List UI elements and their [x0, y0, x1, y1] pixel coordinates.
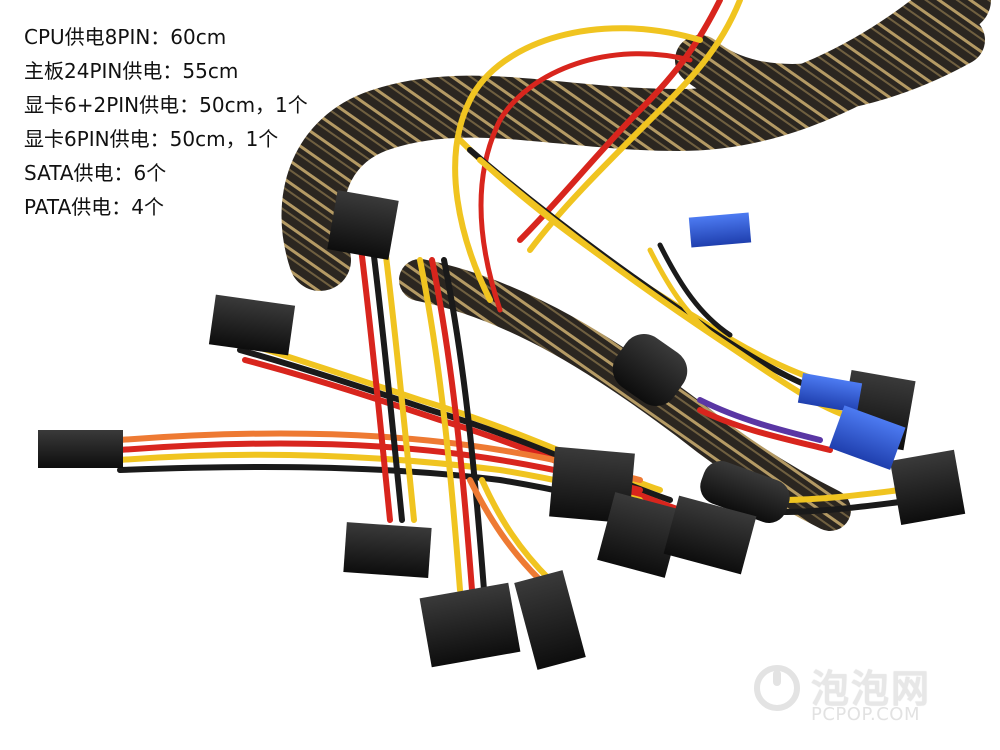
molex-connector	[597, 492, 683, 578]
spec-sata: SATA供电：6个	[24, 161, 167, 185]
watermark-name-cn: 泡泡网	[811, 667, 932, 711]
molex-connector	[208, 294, 296, 356]
pcpop-watermark: 泡泡网 PCPOP.COM	[753, 658, 968, 728]
pcie-connector-blue	[688, 212, 752, 248]
sata-connector	[327, 190, 399, 260]
spec-mainboard-24pin: 主板24PIN供电：55cm	[24, 59, 239, 83]
molex-connector	[663, 495, 757, 575]
cable-spec-list: CPU供电8PIN：60cm 主板24PIN供电：55cm 显卡6+2PIN供电…	[24, 20, 308, 224]
heat-shrink-sleeves	[612, 333, 790, 523]
pcpop-logo-icon	[754, 665, 800, 711]
sata-connector	[514, 570, 586, 670]
watermark-name-en: PCPOP.COM	[811, 704, 920, 725]
sata-connector	[38, 430, 123, 468]
spec-gpu-6-2pin: 显卡6+2PIN供电：50cm，1个	[24, 93, 308, 117]
spec-cpu-8pin: CPU供电8PIN：60cm	[24, 25, 227, 49]
spec-pata: PATA供电：4个	[24, 195, 164, 219]
sata-connector	[419, 582, 521, 668]
connectors	[38, 190, 966, 670]
braided-sleeve-mid	[675, 15, 985, 114]
pcie-connector-black	[889, 449, 966, 526]
spec-gpu-6pin: 显卡6PIN供电：50cm，1个	[24, 127, 279, 151]
pcie-connector-blue	[797, 373, 863, 413]
sata-connector	[343, 522, 432, 578]
pcie-connector-blue	[829, 405, 906, 470]
